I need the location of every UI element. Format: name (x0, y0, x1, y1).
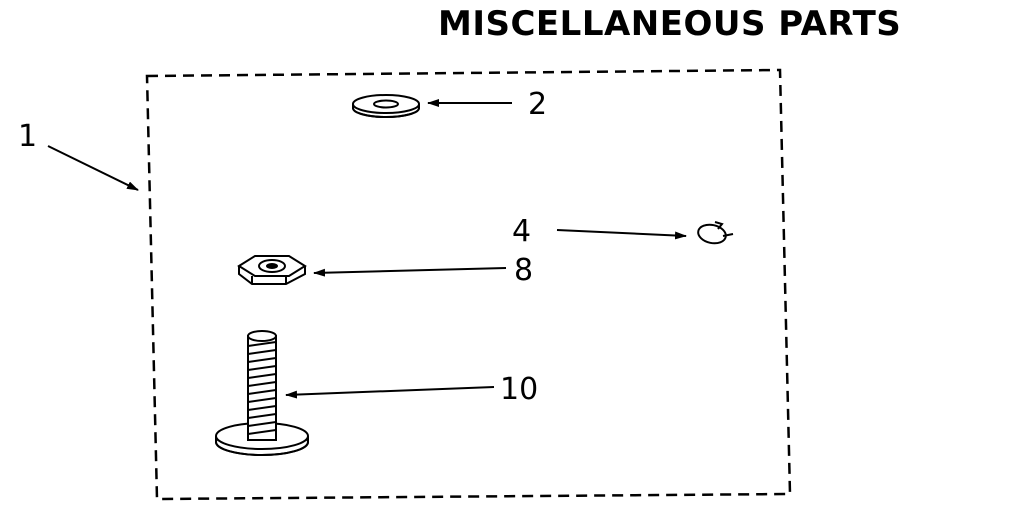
callout-1-leader (47, 145, 139, 191)
callout-10-leader (285, 386, 495, 399)
diagram-title: MISCELLANEOUS PARTS (438, 4, 902, 44)
washer-part (352, 94, 420, 118)
hex-nut-part (237, 255, 307, 285)
clip-part (697, 221, 734, 245)
callout-2-label: 2 (528, 87, 547, 122)
kit-boundary (145, 68, 792, 501)
callout-4-label: 4 (512, 214, 531, 249)
leveling-leg-part (215, 330, 309, 456)
callout-8-leader (313, 267, 507, 277)
callout-8-label: 8 (514, 253, 533, 288)
callout-1-label: 1 (18, 119, 37, 154)
callout-4-leader (556, 229, 687, 240)
callout-10-label: 10 (500, 372, 538, 407)
